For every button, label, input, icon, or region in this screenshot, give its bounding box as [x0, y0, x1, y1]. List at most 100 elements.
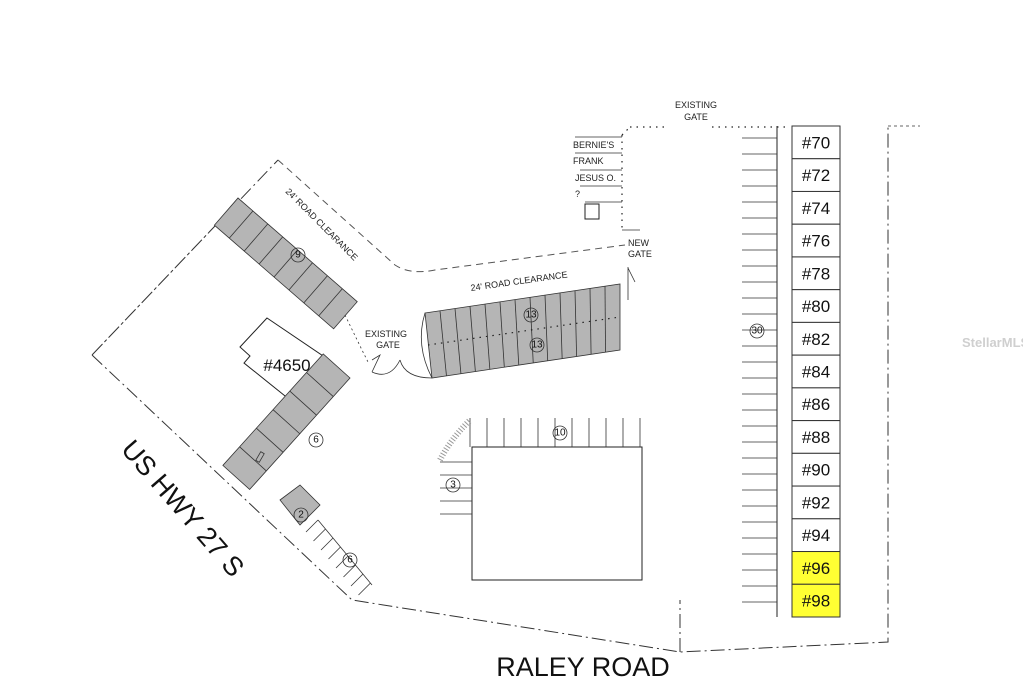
- parking-stall-line: [306, 372, 334, 397]
- parking-count-circle: [523, 307, 539, 323]
- parking-count-circle: [529, 337, 545, 353]
- unit-label: #96: [802, 559, 830, 578]
- unit-82: [791, 321, 841, 356]
- parking-stall-line: [320, 537, 334, 551]
- parking-row-north: [213, 197, 358, 330]
- road-clearance-line: [277, 159, 626, 273]
- tenant-label: FRANK: [573, 156, 604, 166]
- new-gate-post: [622, 229, 640, 300]
- parking-count-circle: [293, 507, 309, 523]
- parking-count-circle: [552, 425, 568, 441]
- parking-count-circle: [749, 323, 765, 339]
- parking-stall-line: [350, 573, 364, 587]
- parking-stall-line: [318, 288, 343, 317]
- unit-84: [791, 354, 841, 389]
- property-line: [91, 126, 889, 653]
- unit-86: [791, 387, 841, 422]
- parking-stall-line: [243, 223, 269, 252]
- road-clearance-label: 24' ROAD CLEARANCE: [470, 269, 568, 293]
- highway-label: US HWY 27 S: [115, 434, 250, 582]
- tenant-label: BERNIE'S: [573, 140, 614, 150]
- existing-gate-top-label-2: GATE: [684, 112, 708, 122]
- curb: [317, 519, 373, 586]
- tenant-label: JESUS O.: [575, 173, 616, 183]
- new-gate-label-2: GATE: [628, 249, 652, 259]
- tenant-dividers: [575, 136, 622, 203]
- parking-count-southwest-row: 6: [347, 555, 353, 566]
- parking-row-west: [222, 353, 351, 491]
- unit-label: #82: [802, 330, 830, 349]
- unit-label: #78: [802, 264, 830, 283]
- parking-stall-line: [358, 582, 371, 596]
- parking-stall-line: [328, 546, 341, 560]
- parking-row-southwest: [305, 519, 373, 596]
- shed: [584, 203, 600, 220]
- parking-stall-line: [589, 288, 592, 355]
- unit-98: [791, 583, 841, 618]
- parking-count-building-west: 3: [450, 480, 456, 491]
- parking-stall-line: [499, 301, 505, 368]
- parking-stall-line: [313, 528, 326, 542]
- parking-corner: [279, 484, 321, 526]
- unit-label: #80: [802, 297, 830, 316]
- parking-stall-line: [514, 299, 520, 366]
- parking-stall-line: [239, 446, 267, 472]
- parking-stall-line: [454, 308, 462, 374]
- central-building: [471, 446, 643, 581]
- parking-count-center-row-bottom: 13: [531, 340, 543, 351]
- parking-count-circle: [342, 552, 358, 568]
- parking-count-center-row-top: 13: [525, 310, 537, 321]
- parking-stall-line: [559, 292, 563, 359]
- watermark: StellarMLS: [962, 335, 1023, 350]
- parking-stall-line: [272, 409, 301, 435]
- parking-stall-line: [305, 519, 319, 533]
- unit-label: #90: [802, 461, 830, 480]
- existing-gate-top-label-1: EXISTING: [675, 100, 717, 110]
- parking-stall-line: [469, 306, 476, 372]
- marker: [255, 451, 265, 463]
- existing-gate-mid-label-1: EXISTING: [365, 329, 407, 339]
- unit-label: #74: [802, 199, 830, 218]
- unit-label: #94: [802, 526, 830, 545]
- unit-label: #88: [802, 428, 830, 447]
- parking-count-building-north: 10: [554, 428, 566, 439]
- parking-count-east-row: 30: [751, 326, 763, 337]
- parking-count-angled-row-north: 9: [295, 250, 301, 261]
- gate-arc: [420, 312, 433, 379]
- unit-88: [791, 420, 841, 454]
- parking-stall-line: [288, 262, 313, 291]
- unit-92: [791, 485, 841, 520]
- existing-gate-swing: [371, 353, 433, 379]
- new-gate-label-1: NEW: [628, 238, 650, 248]
- unit-column: #70#72#74#76#78#80#82#84#86#88#90#92#94#…: [791, 125, 841, 618]
- tenant-label: ?: [575, 189, 580, 199]
- parking-count-corner: 2: [298, 510, 304, 521]
- parking-stall-line: [574, 290, 578, 357]
- parking-stall-line: [604, 286, 606, 353]
- unit-label: #98: [802, 592, 830, 611]
- unit-80: [791, 289, 841, 323]
- parking-building-north: [469, 418, 641, 447]
- parking-building-west: [440, 461, 472, 515]
- unit-label: #84: [802, 363, 830, 382]
- existing-gate-mid-label-2: GATE: [376, 340, 400, 350]
- unit-label: #70: [802, 133, 830, 152]
- parking-count-circle: [308, 432, 324, 448]
- parking-stall-line: [343, 564, 356, 578]
- parking-stall-line: [544, 295, 549, 361]
- road-label: RALEY ROAD: [496, 652, 670, 682]
- parking-count-circle: [290, 247, 306, 263]
- parking-stall-line: [228, 210, 254, 239]
- parking-stall-line: [289, 390, 317, 416]
- unit-70: [791, 125, 841, 160]
- unit-74: [791, 190, 841, 225]
- parking-stall-line: [303, 275, 328, 304]
- unit-label: #92: [802, 493, 830, 512]
- parking-stall-line: [258, 236, 284, 265]
- parking-count-circle: [445, 477, 461, 493]
- parking-stall-line: [439, 310, 447, 376]
- parking-stall-line: [335, 555, 349, 569]
- unit-label: #76: [802, 232, 830, 251]
